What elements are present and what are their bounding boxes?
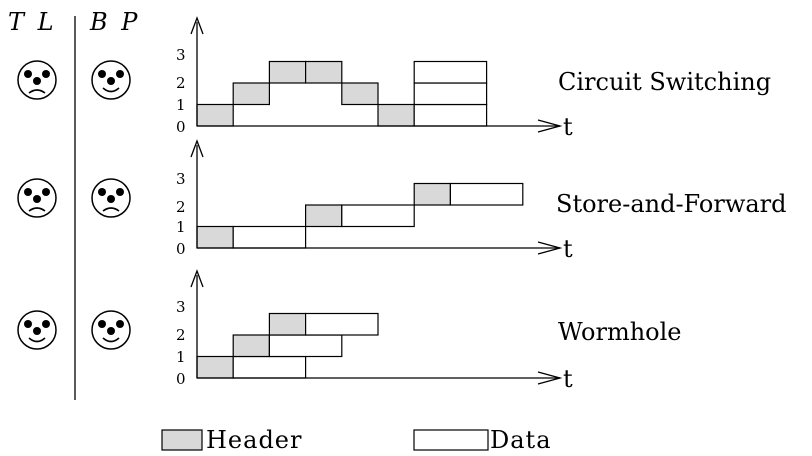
panel-1-tick-3: 3 [176, 46, 186, 64]
panel-1-y-arrow [190, 16, 204, 35]
panel-1-data-block-7 [413, 82, 488, 106]
panel-3-x-arrow [537, 371, 563, 385]
legend-data-swatch [413, 429, 489, 451]
panel-1-axis-label: t [563, 113, 573, 141]
panel-3-tick-1: 1 [176, 348, 186, 366]
legend-data-label: Data [490, 426, 552, 454]
panel-3-header-block-4 [268, 312, 307, 336]
panel-1-title: Circuit Switching [558, 68, 771, 96]
panel-1-header-block-4 [341, 82, 379, 106]
legend-header-label: Header [206, 426, 302, 454]
panel-2-data-block-3 [341, 204, 415, 228]
panel-2-header-block-0 [196, 225, 234, 249]
panel-2-blocks [196, 182, 524, 249]
panel-2-tick-1: 1 [176, 218, 186, 236]
legend-header-swatch [161, 429, 203, 451]
panel-2-tick-3: 3 [176, 170, 186, 188]
panel-store-and-forward: 0 1 2 3 t Store-and-Forward [176, 139, 787, 263]
panel-1-header-block-5 [377, 103, 415, 127]
panel-1-header-block-1 [232, 82, 270, 106]
panel-2-title: Store-and-Forward [556, 190, 787, 218]
panel-1-tick-2: 2 [176, 74, 186, 92]
panel-1-x-arrow [537, 119, 563, 133]
panel-2-data-block-5 [449, 182, 524, 206]
panel-3-data-block-3 [268, 334, 343, 358]
face-icon-bp-2 [91, 178, 131, 218]
face-group [17, 60, 131, 350]
panel-2-x-arrow [537, 241, 563, 255]
column-header-bp: B P [89, 8, 140, 36]
face-icon-tl-3 [17, 310, 57, 350]
face-icon-tl-1 [17, 60, 57, 100]
panel-3-axis-label: t [563, 365, 573, 393]
panel-3-y-arrow [190, 269, 204, 288]
panel-3-tick-2: 2 [176, 326, 186, 344]
column-header-tl: T L [8, 8, 57, 36]
panel-3-header-block-0 [196, 355, 234, 379]
panel-2-data-block-1 [232, 225, 307, 249]
panel-2-y-arrow [190, 139, 204, 158]
panel-3-data-block-1 [232, 355, 307, 379]
panel-2-tick-0: 0 [176, 240, 186, 258]
panel-wormhole: 0 1 2 3 t Wormhole [176, 269, 682, 393]
panel-1-blocks [196, 60, 488, 127]
panel-3-tick-0: 0 [176, 370, 186, 388]
panel-1-header-block-2 [268, 60, 307, 84]
face-icon-tl-2 [17, 178, 57, 218]
face-icon-bp-3 [91, 310, 131, 350]
panel-circuit-switching: 0 1 2 3 t Circuit Switching [176, 16, 771, 141]
panel-1-header-block-0 [196, 103, 234, 127]
panel-2-header-block-2 [305, 204, 343, 228]
panel-3-blocks [196, 312, 379, 379]
panel-3-header-block-2 [232, 334, 270, 358]
panel-1-tick-0: 0 [176, 118, 186, 136]
panel-3-data-block-5 [305, 312, 379, 336]
panel-2-tick-2: 2 [176, 198, 186, 216]
legend: Header Data [161, 426, 552, 454]
panel-1-data-block-6 [413, 103, 488, 127]
face-icon-bp-1 [91, 60, 131, 100]
panel-1-data-block-8 [413, 60, 488, 84]
panel-1-header-block-3 [305, 60, 343, 84]
panel-2-axis-label: t [563, 235, 573, 263]
panel-1-tick-1: 1 [176, 96, 186, 114]
panel-2-header-block-4 [413, 182, 452, 206]
panel-3-title: Wormhole [558, 318, 682, 346]
panel-3-tick-3: 3 [176, 298, 186, 316]
